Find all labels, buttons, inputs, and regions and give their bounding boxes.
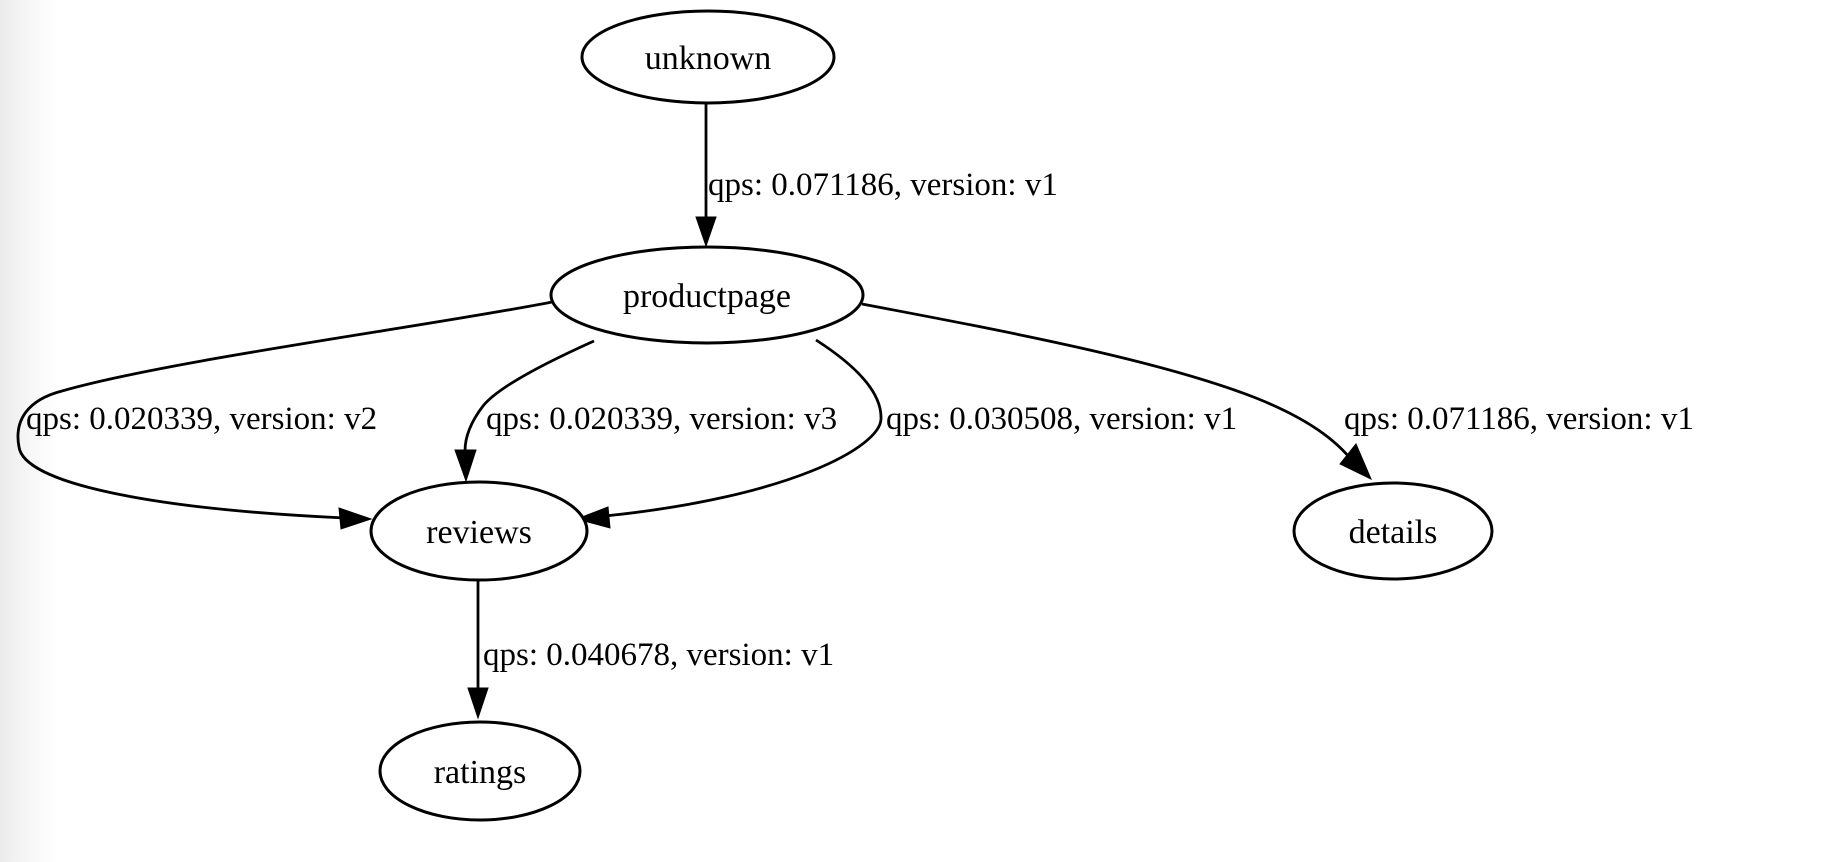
node-details: details <box>1292 481 1494 581</box>
arrowhead-into-details <box>1339 443 1372 481</box>
edge-productpage-details: qps: 0.071186, version: v1 <box>861 302 1694 481</box>
arrowhead-into-productpage <box>695 216 717 248</box>
edge-label-productpage-reviews-v1: qps: 0.030508, version: v1 <box>886 401 1237 437</box>
edge-productpage-details-line <box>861 302 1359 468</box>
arrowhead-into-ratings <box>467 687 489 720</box>
edge-productpage-reviews-v3-line <box>463 339 595 452</box>
node-reviews-ellipse <box>369 480 589 582</box>
edge-productpage-reviews-v2-line <box>16 300 553 520</box>
node-ratings: ratings <box>378 720 582 822</box>
node-reviews: reviews <box>369 480 589 582</box>
node-ratings-label: ratings <box>434 754 527 791</box>
arrowhead-into-reviews-left <box>338 507 373 530</box>
node-unknown: unknown <box>580 9 836 105</box>
arrowhead-into-reviews-right <box>575 506 611 529</box>
edge-label-productpage-reviews-v3: qps: 0.020339, version: v3 <box>486 401 837 437</box>
edge-productpage-reviews-v1: qps: 0.030508, version: v1 <box>575 338 1237 529</box>
edge-productpage-reviews-v1-line <box>604 338 883 518</box>
edge-productpage-reviews-v2: qps: 0.020339, version: v2 <box>16 300 553 530</box>
edge-label-productpage-reviews-v2: qps: 0.020339, version: v2 <box>26 401 377 437</box>
node-details-ellipse <box>1292 481 1494 581</box>
edge-label-reviews-ratings: qps: 0.040678, version: v1 <box>483 637 834 673</box>
edge-label-unknown-productpage: qps: 0.071186, version: v1 <box>708 167 1058 203</box>
node-ratings-ellipse <box>378 720 582 822</box>
node-details-label: details <box>1349 514 1438 551</box>
edge-productpage-reviews-v3: qps: 0.020339, version: v3 <box>454 339 837 483</box>
node-reviews-label: reviews <box>426 514 532 551</box>
node-unknown-ellipse <box>580 9 836 105</box>
node-productpage: productpage <box>549 245 865 345</box>
edge-unknown-productpage: qps: 0.071186, version: v1 <box>695 103 1058 248</box>
node-productpage-ellipse <box>549 245 865 345</box>
edge-reviews-ratings: qps: 0.040678, version: v1 <box>467 580 834 720</box>
node-unknown-label: unknown <box>645 40 772 77</box>
node-productpage-label: productpage <box>623 278 791 315</box>
edge-label-productpage-details: qps: 0.071186, version: v1 <box>1344 401 1694 437</box>
arrowhead-into-reviews-top <box>454 449 477 483</box>
